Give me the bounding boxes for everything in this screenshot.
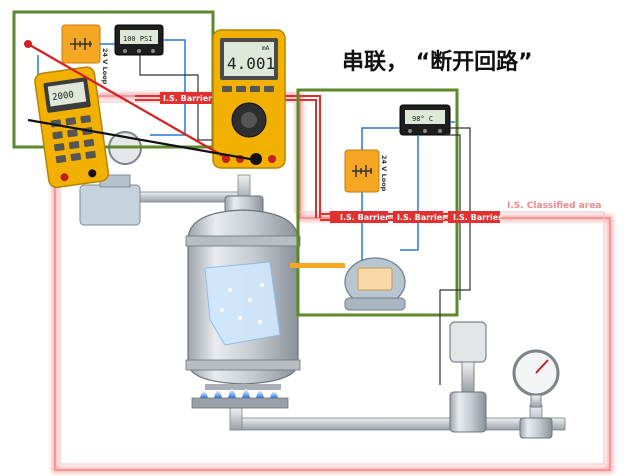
loop-wires-left-dark	[139, 55, 215, 141]
multimeter-readout: 4.001	[227, 54, 275, 73]
loop-supply-right	[344, 149, 380, 193]
temperature-transmitter	[290, 257, 406, 311]
is-barrier-right-label-1: I.S. Barrier	[340, 213, 389, 222]
is-barrier-right-label-2: I.S. Barrier	[397, 213, 446, 222]
classified-area-label: I.S. Classified area	[507, 201, 601, 211]
page-title: 串联， “断开回路”	[342, 50, 533, 75]
loop-frame-right	[296, 88, 459, 317]
is-barrier-right-label-3: I.S. Barrier	[453, 213, 502, 222]
burner	[191, 389, 289, 409]
panel-meter-right-readout: 98° C	[412, 115, 433, 123]
pressure-gauge	[512, 349, 560, 439]
panel-meter-right	[399, 104, 451, 136]
is-barrier-top	[160, 92, 212, 104]
steam-tank	[185, 195, 301, 390]
loop-wires-right	[361, 121, 455, 270]
test-leads	[24, 40, 257, 162]
loop-wires-right-dark	[439, 127, 471, 385]
multimeter-unit: mA	[262, 45, 270, 52]
loop-supply-left-label: 24 V Loop	[101, 48, 109, 85]
digital-multimeter	[212, 29, 286, 169]
is-barrier-right	[330, 211, 500, 223]
panel-meter-left	[114, 24, 164, 56]
is-barrier-top-label: I.S. Barrier	[163, 94, 212, 103]
loop-supply-left	[61, 24, 101, 64]
loop-supply-right-label: 24 V Loop	[380, 155, 388, 192]
control-valve	[449, 321, 487, 433]
calibrator-readout: 2000	[52, 90, 75, 103]
panel-meter-left-readout: 100 PSI	[123, 35, 153, 43]
